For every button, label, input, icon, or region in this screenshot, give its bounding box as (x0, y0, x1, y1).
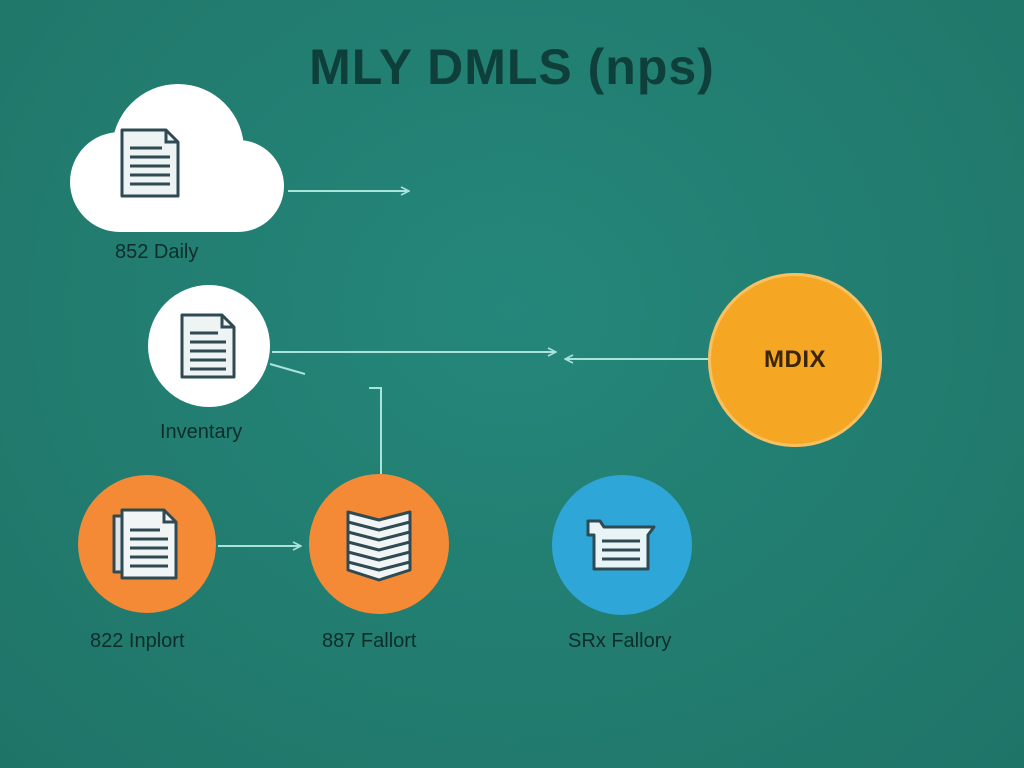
node-label-inventary: Inventary (160, 421, 243, 443)
node-label-fallort: 887 Fallort (322, 630, 417, 652)
stack-icon (346, 510, 412, 582)
diagram-title: MLY DMLS (nps) (309, 39, 715, 95)
node-label-daily: 852 Daily (115, 241, 199, 263)
document-icon (180, 313, 236, 379)
node-label-fallory: SRx Fallory (568, 630, 672, 652)
fallort-node[interactable] (309, 474, 449, 614)
node-label-inplort: 822 Inplort (90, 630, 185, 652)
document-icon (120, 128, 180, 198)
inplort-node[interactable] (78, 475, 216, 613)
tray-icon (586, 519, 656, 571)
connector-fallort-up (369, 387, 382, 474)
hub-label: MDIX (764, 346, 826, 373)
connector-tick (269, 363, 306, 375)
hub-node[interactable]: MDIX (708, 273, 882, 447)
inventary-node[interactable] (148, 285, 270, 407)
document-stack-icon (112, 508, 178, 580)
fallory-node[interactable] (552, 475, 692, 615)
